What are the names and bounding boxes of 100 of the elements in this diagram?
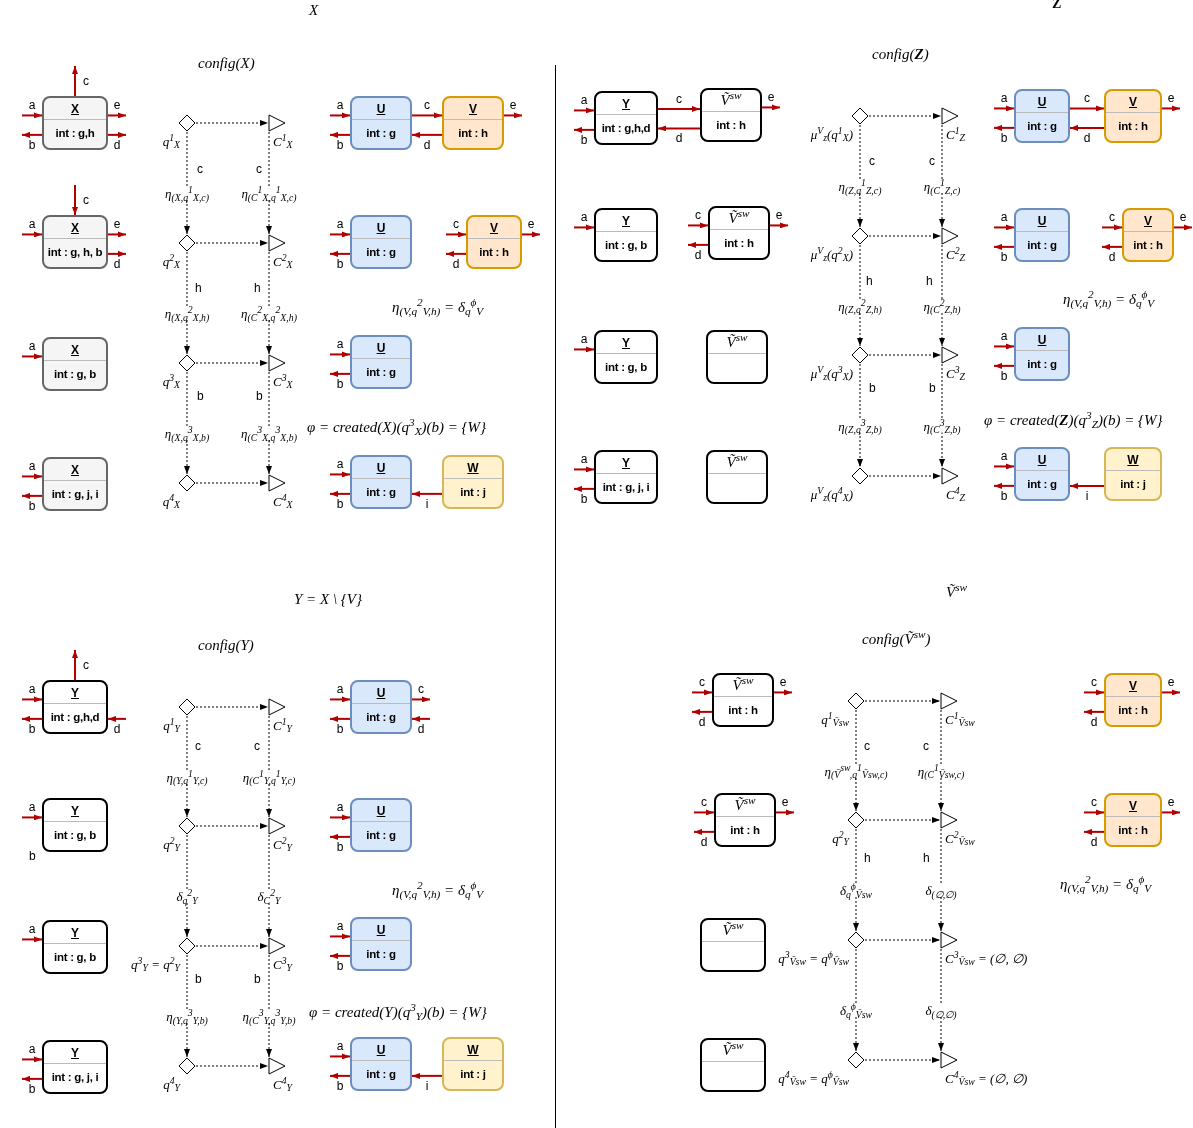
component-name: X xyxy=(71,343,79,356)
edge-label: b xyxy=(1000,250,1008,263)
edge-label: e xyxy=(775,209,783,222)
component-box xyxy=(442,1037,504,1091)
edge-label: e xyxy=(509,99,517,112)
component-box xyxy=(42,96,108,150)
arrow xyxy=(521,231,541,238)
attribute-list: int : g xyxy=(366,712,396,724)
edge-label: e xyxy=(527,218,535,231)
arrow xyxy=(693,809,715,816)
edge-label: c xyxy=(699,676,705,689)
arrow xyxy=(21,492,43,499)
dashed-arrow xyxy=(195,704,269,710)
edge-label: a xyxy=(28,218,36,231)
triangle-marker xyxy=(268,937,286,955)
arrow xyxy=(775,809,795,816)
attribute-list: int : g, b xyxy=(54,369,96,381)
port-label: b xyxy=(254,973,261,985)
port-label: c xyxy=(254,740,260,752)
arrow xyxy=(329,471,351,478)
component-box xyxy=(350,335,412,389)
edge-label: e xyxy=(1167,796,1175,809)
arrow xyxy=(72,649,78,681)
edge-label: c xyxy=(695,209,701,222)
edge-label: a xyxy=(28,683,36,696)
component-name: U xyxy=(1037,333,1047,346)
arrow xyxy=(1161,689,1181,696)
attribute-list: int : g xyxy=(366,830,396,842)
attribute-list: int : g xyxy=(1027,359,1057,371)
component-name: Y xyxy=(622,456,630,469)
dashed-arrow xyxy=(195,120,269,126)
component-box xyxy=(350,215,412,269)
arrow xyxy=(21,814,43,821)
dashed-arrow xyxy=(266,131,272,235)
arrow xyxy=(107,112,127,119)
math-text: φ = created(Z)(q$^{3}$$_{Z}$)(b) = {W} xyxy=(984,413,1163,428)
dashed-arrow xyxy=(195,1063,269,1069)
edge-label: a xyxy=(336,1040,344,1053)
arrow xyxy=(107,231,127,238)
dashed-arrow xyxy=(184,954,190,1058)
dashed-arrow xyxy=(864,698,941,704)
component-box xyxy=(594,330,658,384)
arrow xyxy=(1069,482,1105,489)
edge-label: b xyxy=(336,257,344,270)
port-label: c xyxy=(256,163,262,175)
component-box xyxy=(1104,793,1162,847)
edge-label: c xyxy=(676,92,682,105)
math-label: μ$^{V}$$_{z}$(q$^{1}$$_{X}$) xyxy=(810,128,853,141)
component-box xyxy=(42,680,108,734)
arrow xyxy=(72,65,78,97)
component-name: V xyxy=(469,102,477,115)
math-text: Y = X \ {V} xyxy=(294,592,362,607)
dashed-arrow xyxy=(864,1057,941,1063)
diamond-marker xyxy=(851,107,869,125)
component-box xyxy=(350,917,412,971)
triangle-marker xyxy=(268,698,286,716)
arrow xyxy=(107,715,127,722)
component-name: Y xyxy=(71,686,79,699)
component-name: Y xyxy=(71,804,79,817)
arrow xyxy=(573,346,595,353)
edge-label: a xyxy=(336,458,344,471)
arrow xyxy=(107,250,127,257)
component-name: U xyxy=(376,804,386,817)
math-text: config(Z) xyxy=(872,47,929,62)
arrow xyxy=(769,222,789,229)
edge-label: d xyxy=(1090,835,1098,848)
port-label: c xyxy=(929,155,935,167)
edge-label: a xyxy=(1000,330,1008,343)
component-name: Y xyxy=(71,926,79,939)
component-name: Ṽ$^{sw}$ xyxy=(726,335,748,350)
attribute-list: int : g xyxy=(366,487,396,499)
arrow xyxy=(411,112,443,119)
component-name: V xyxy=(1144,214,1152,227)
arrow xyxy=(761,104,781,111)
edge-label: b xyxy=(580,492,588,505)
arrow xyxy=(993,243,1015,250)
component-box xyxy=(466,215,522,269)
port-label: h xyxy=(923,852,930,864)
port-label: b xyxy=(256,390,263,402)
attribute-list: int : g, j, i xyxy=(51,1072,99,1084)
edge-label: d xyxy=(1083,131,1091,144)
arrow xyxy=(21,112,43,119)
edge-label: d xyxy=(1090,715,1098,728)
edge-label: b xyxy=(336,840,344,853)
dashed-arrow xyxy=(184,371,190,475)
edge-label: a xyxy=(580,211,588,224)
arrow xyxy=(411,490,443,497)
arrow xyxy=(411,1072,443,1079)
dashed-arrow xyxy=(853,828,859,932)
arrow xyxy=(21,131,43,138)
component-name: U xyxy=(1037,95,1047,108)
dashed-arrow xyxy=(266,715,272,818)
triangle-marker xyxy=(268,1057,286,1075)
component-box xyxy=(700,1038,766,1092)
edge-label: b xyxy=(336,377,344,390)
component-box xyxy=(594,208,658,262)
component-box xyxy=(42,920,108,974)
component-name: Ṽ$^{sw}$ xyxy=(728,211,750,226)
math-label: μ$^{V}$$_{z}$(q$^{4}$$_{X}$) xyxy=(810,488,853,501)
port-label: b xyxy=(929,382,936,394)
